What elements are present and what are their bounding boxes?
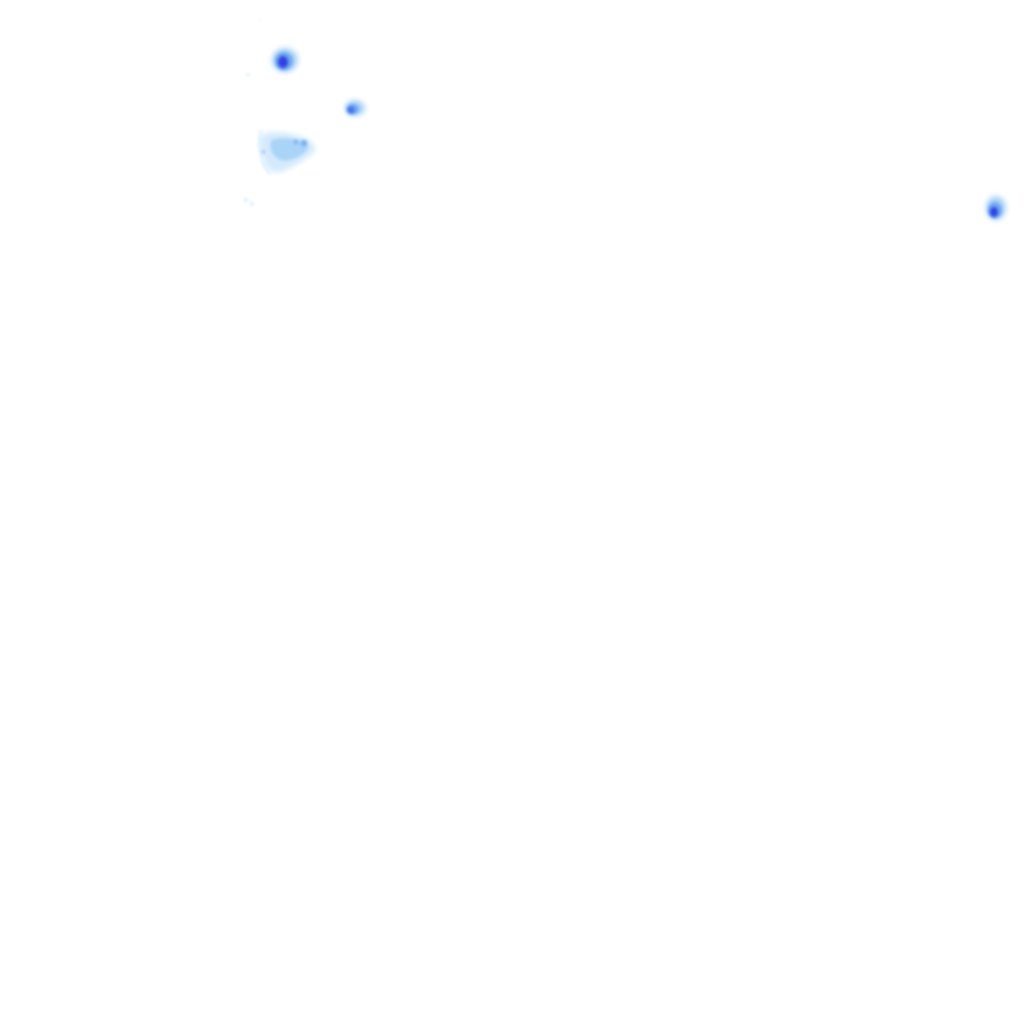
echo-cell-east-edge (986, 196, 1006, 220)
echo-cell-center (345, 100, 365, 116)
echo-cell-north (272, 48, 298, 72)
echo-cluster-southwest (258, 129, 316, 175)
echo-speckles-west (243, 19, 262, 207)
